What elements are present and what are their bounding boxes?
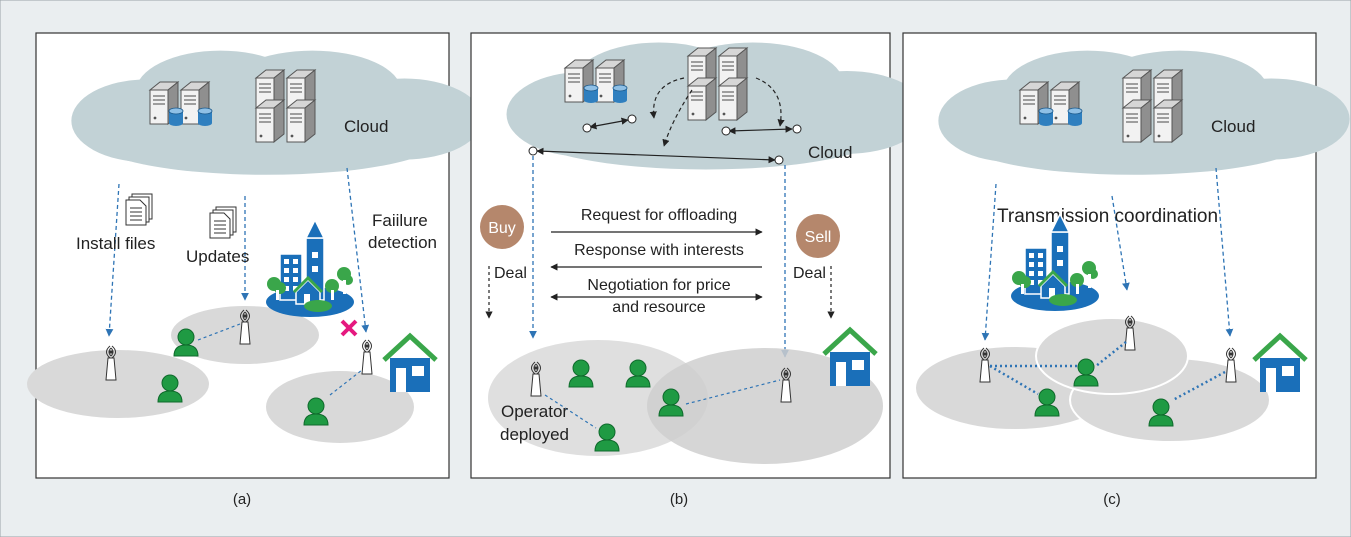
request-label: Request for offloading — [581, 207, 737, 224]
coordination-link-3 — [1215, 167, 1234, 337]
coordination-label: Transmission coordination — [997, 206, 1218, 227]
negotiation-label-line1: Negotiation for price — [587, 277, 730, 294]
coordination-link-1 — [981, 183, 997, 341]
deal-label-left: Deal — [494, 265, 527, 282]
coordination-link-2 — [1111, 195, 1130, 291]
sell-badge — [796, 214, 840, 258]
failure-label-line1: Faiilure — [372, 211, 428, 230]
buy-label: Buy — [488, 220, 516, 237]
failure-label-line2: detection — [368, 233, 437, 252]
cloud-interconnect-b — [528, 77, 802, 165]
cloud-label-b: Cloud — [808, 143, 852, 162]
user-link-b1 — [544, 394, 597, 429]
install-link — [105, 183, 120, 337]
negotiation-label-line2: and resource — [612, 299, 705, 316]
user-link-a2 — [329, 369, 363, 396]
coordinated-links-c — [989, 341, 1226, 402]
updates-doc-icon — [209, 206, 237, 239]
install-files-label: Install files — [76, 234, 155, 253]
user-link-b2 — [685, 379, 781, 405]
coverage-area-b2 — [647, 348, 883, 464]
coverage-area-a1 — [27, 350, 209, 418]
caption-a: (a) — [233, 491, 251, 508]
buy-badge — [480, 205, 524, 249]
response-label: Response with interests — [574, 242, 744, 259]
failure-cross-icon — [340, 319, 358, 337]
sell-label: Sell — [805, 229, 832, 246]
panel-a: Cloud Install files Updates Faiilure det… — [27, 32, 483, 508]
coverage-area-b1 — [488, 340, 708, 456]
cloud-label-a: Cloud — [344, 117, 388, 136]
updates-label: Updates — [186, 247, 249, 266]
operator-label-line1: Operator — [501, 402, 568, 421]
cloud-label-c: Cloud — [1211, 117, 1255, 136]
user-link-a1 — [197, 323, 241, 341]
operator-label-line2: deployed — [500, 425, 569, 444]
panel-b: Cloud Buy Sell Deal Deal Request for off… — [470, 32, 927, 508]
caption-b: (b) — [670, 491, 688, 508]
panel-c: Cloud Transmission coordination (c) — [902, 32, 1350, 508]
coverage-area-a3 — [266, 371, 414, 443]
coverage-area-c3 — [1035, 317, 1189, 395]
install-files-doc-icon — [125, 193, 153, 226]
caption-c: (c) — [1103, 491, 1121, 508]
deal-label-right: Deal — [793, 265, 826, 282]
